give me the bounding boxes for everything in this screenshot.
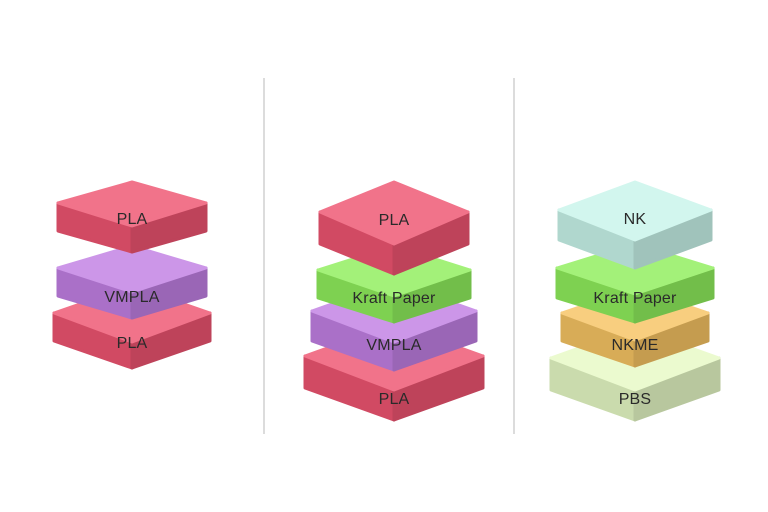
- layer-label: NK: [623, 211, 647, 228]
- layer-top-face: [56, 244, 208, 294]
- layer-block: NK: [557, 180, 713, 270]
- layer-shape: [56, 180, 208, 254]
- layer-label: NKME: [611, 337, 659, 354]
- divider-1: [263, 78, 265, 434]
- layer-top-face: [557, 180, 713, 242]
- layer-label: PLA: [378, 212, 410, 229]
- divider-2: [513, 78, 515, 434]
- layer-shape: [56, 244, 208, 320]
- layer-label: PBS: [618, 391, 652, 408]
- layer-label: VMPLA: [366, 337, 422, 354]
- layer-label: PLA: [116, 211, 148, 228]
- layer-label: Kraft Paper: [593, 290, 677, 307]
- layer-top-face: [56, 180, 208, 228]
- layer-label: VMPLA: [104, 289, 160, 306]
- layer-block: VMPLA: [56, 244, 208, 320]
- layer-shape: [557, 180, 713, 270]
- layer-block: PLA: [318, 180, 470, 276]
- layer-label: PLA: [378, 391, 410, 408]
- layer-top-face: [318, 180, 470, 246]
- layer-label: PLA: [116, 335, 148, 352]
- layer-shape: [318, 180, 470, 276]
- layer-block: PLA: [56, 180, 208, 254]
- layer-label: Kraft Paper: [352, 290, 436, 307]
